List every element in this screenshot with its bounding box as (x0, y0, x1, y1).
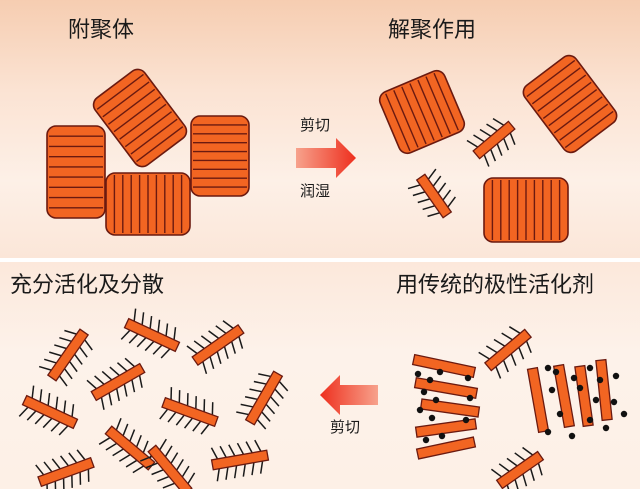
trad-bar-9 (595, 358, 613, 422)
label-shear-top: 剪切 (300, 116, 331, 134)
dot-18 (612, 372, 620, 380)
trad-bar-8 (574, 364, 594, 428)
dot-23 (556, 410, 564, 418)
dot-20 (576, 384, 584, 392)
dispersed-platelet-1 (38, 328, 93, 387)
dot-8 (438, 432, 446, 440)
dispersed-platelet-11 (139, 438, 196, 489)
dot-19 (548, 386, 556, 394)
deagg-block-right (522, 54, 618, 154)
dot-21 (592, 396, 600, 404)
dispersed-platelet-2 (120, 308, 181, 359)
shear-wetting-arrow (296, 138, 356, 178)
deagg-platelet-upper (466, 117, 516, 167)
agglomerate-block-bottom (105, 172, 191, 236)
trad-bar-7 (552, 363, 576, 429)
label-shear-bottom: 剪切 (330, 418, 361, 436)
dot-10 (464, 374, 472, 382)
trad-bar-1 (411, 353, 477, 379)
panel-divider (0, 258, 640, 262)
dispersed-platelet-6 (236, 370, 289, 430)
dot-1 (414, 370, 422, 378)
dot-26 (602, 424, 610, 432)
dot-3 (436, 368, 444, 376)
title-deagglomeration: 解聚作用 (388, 18, 477, 43)
dispersed-platelet-7 (18, 385, 79, 436)
dispersed-platelet-5 (159, 387, 219, 435)
dot-5 (432, 396, 440, 404)
dot-7 (428, 414, 436, 422)
trad-platelet-hairy-bottom (490, 446, 545, 489)
dispersed-platelet-10 (35, 449, 95, 489)
agglomerate-block-left (46, 125, 106, 219)
dot-28 (620, 410, 628, 418)
dot-9 (422, 436, 430, 444)
title-full-activation: 充分活化及分散 (10, 273, 165, 298)
dot-15 (570, 374, 578, 382)
dispersed-platelet-4 (86, 357, 146, 410)
dot-22 (610, 398, 618, 406)
trad-bar-4 (414, 418, 478, 438)
dot-24 (586, 416, 594, 424)
trad-bar-6 (526, 366, 550, 434)
dots-group (414, 364, 628, 444)
deagg-platelet-lower (407, 168, 456, 219)
deagg-block-bottom (483, 177, 569, 243)
agglomerate-block-tilted (92, 68, 188, 168)
dot-27 (568, 432, 576, 440)
trad-bar-3 (419, 398, 481, 418)
label-wetting: 润湿 (300, 182, 331, 200)
dot-16 (586, 364, 594, 372)
title-agglomerate: 附聚体 (68, 18, 135, 43)
shear-arrow (320, 375, 378, 415)
dot-14 (552, 368, 560, 376)
dot-17 (596, 376, 604, 384)
dispersed-platelet-8 (98, 417, 156, 474)
dispersed-platelet-9 (210, 439, 270, 482)
agglomerate-block-right (190, 115, 250, 197)
trad-bar-5 (415, 436, 477, 460)
dispersed-platelet-3 (186, 320, 245, 375)
particles-group (46, 54, 618, 243)
dot-2 (426, 376, 434, 384)
dispersed-particles-group (18, 308, 613, 489)
dot-6 (416, 406, 424, 414)
dot-13 (544, 364, 552, 372)
deagg-block-left (378, 69, 466, 155)
title-traditional-agent: 用传统的极性活化剂 (396, 273, 595, 298)
dot-4 (420, 388, 428, 396)
trad-platelet-hairy (478, 326, 533, 379)
dot-11 (466, 394, 474, 402)
dot-12 (462, 416, 470, 424)
dot-25 (544, 428, 552, 436)
